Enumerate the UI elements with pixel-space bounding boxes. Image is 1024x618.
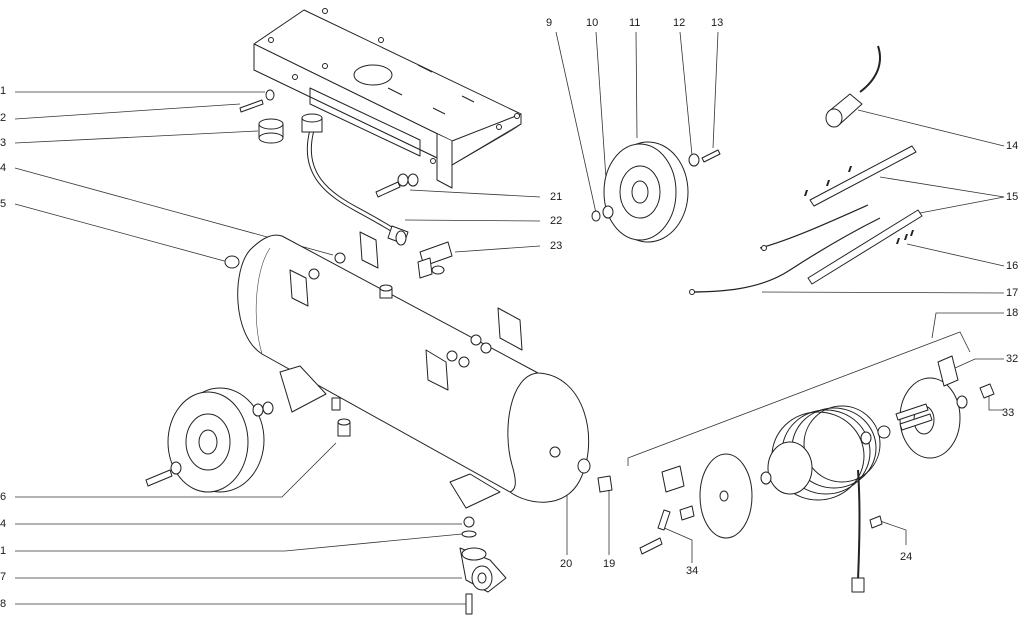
callout-22: 22 — [550, 215, 563, 227]
callout-17: 17 — [1006, 287, 1019, 299]
hose-assembly — [301, 113, 409, 246]
hose-reel — [639, 355, 995, 593]
callout-16: 16 — [1006, 260, 1019, 272]
callout-15: 15 — [1006, 191, 1019, 203]
leader-lines — [14, 31, 1005, 605]
callout-18: 18 — [1006, 307, 1019, 319]
callout-2: 2 — [0, 112, 7, 124]
handle-assembly — [689, 145, 923, 295]
callout-14: 14 — [1006, 140, 1019, 152]
bolt-set-21 — [375, 173, 419, 198]
callout-24: 24 — [900, 551, 913, 563]
callout-32: 32 — [1006, 353, 1019, 365]
callout-4-castor: 4 — [0, 518, 7, 530]
callout-9: 9 — [546, 17, 553, 29]
callout-3: 3 — [0, 137, 7, 149]
callout-8: 8 — [0, 598, 7, 610]
drain-valve-6 — [337, 418, 351, 437]
callout-34: 34 — [686, 565, 699, 577]
callout-1: 1 — [0, 85, 7, 97]
callout-21: 21 — [550, 191, 563, 203]
callout-4: 4 — [0, 162, 7, 174]
callout-11: 11 — [629, 17, 641, 29]
reel-assembly-bracket — [627, 331, 971, 466]
mounting-plate — [253, 8, 522, 189]
fitting-23 — [417, 241, 453, 279]
callout-33: 33 — [1002, 407, 1015, 419]
callout-19: 19 — [603, 558, 616, 570]
callout-10: 10 — [586, 17, 599, 29]
fittings-19-20 — [577, 458, 613, 493]
air-tank — [237, 231, 590, 509]
right-wheel — [591, 141, 721, 243]
left-wheel — [145, 387, 274, 493]
castor-assembly — [459, 516, 507, 615]
left-top-small-parts — [239, 89, 284, 144]
callout-1-castor: 1 — [0, 545, 7, 557]
callout-7: 7 — [0, 571, 7, 583]
callout-20: 20 — [560, 558, 573, 570]
callout-5: 5 — [0, 198, 7, 210]
callout-13: 13 — [711, 17, 724, 29]
nut-5 — [224, 255, 240, 269]
callout-6: 6 — [0, 491, 7, 503]
callout-23: 23 — [550, 240, 563, 252]
callout-12: 12 — [673, 17, 686, 29]
power-cord-plug — [825, 45, 881, 128]
